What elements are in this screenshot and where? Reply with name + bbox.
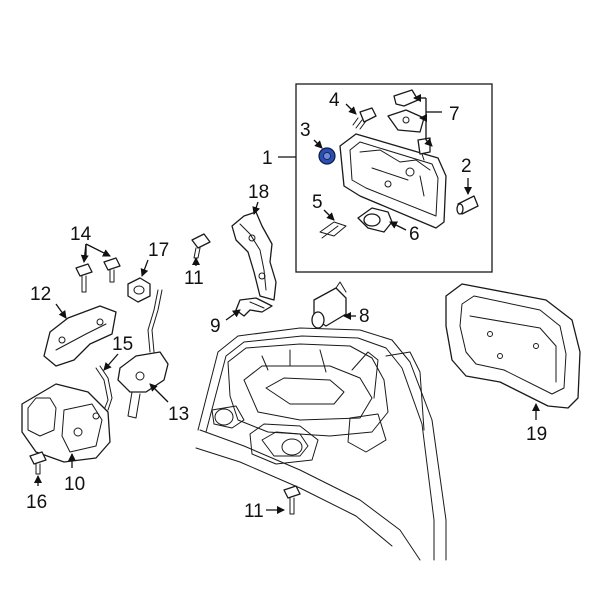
- part-10-actuator: [21, 383, 111, 463]
- callout-17: 17: [148, 240, 169, 261]
- callout-19: 19: [526, 424, 547, 445]
- part-17-nut: [127, 277, 151, 303]
- vehicle-body-outline: [195, 327, 447, 561]
- callout-18: 18: [248, 182, 269, 203]
- callout-9: 9: [210, 316, 221, 337]
- part-9-clip: [235, 297, 273, 317]
- callout-3: 3: [300, 120, 311, 141]
- part-19-seal: [445, 283, 581, 409]
- callout-13: 13: [168, 404, 189, 425]
- part-4-screw: [352, 107, 377, 130]
- callout-12: 12: [30, 284, 51, 305]
- assembly-group-box: [295, 83, 493, 273]
- leader-lines: [34, 94, 540, 514]
- callout-10: 10: [64, 474, 85, 495]
- callout-11-lower: 11: [244, 501, 264, 522]
- part-1-housing: [339, 133, 447, 229]
- part-18-bracket: [231, 211, 277, 301]
- callout-2: 2: [461, 156, 472, 177]
- part-14-bolts: [75, 257, 121, 293]
- part-6-lamp: [357, 207, 393, 233]
- callout-labels: 1 2 3 4 5 6 7 8 9 10 11 11 12 13 14 15 1…: [26, 90, 547, 522]
- part-11-bolt-lower: [283, 485, 301, 515]
- part-11-screw-upper: [191, 233, 211, 259]
- part-2-socket: [456, 195, 479, 215]
- callout-8: 8: [359, 306, 370, 327]
- part-3-grommet: [318, 147, 336, 165]
- callout-11-upper: 11: [184, 268, 204, 289]
- callout-1: 1: [262, 148, 273, 169]
- part-12-bracket: [43, 305, 117, 367]
- part-8-lock: [311, 281, 347, 329]
- callout-16: 16: [26, 492, 47, 513]
- callout-6: 6: [409, 224, 420, 245]
- callout-14: 14: [70, 224, 92, 245]
- callout-5: 5: [312, 192, 323, 213]
- part-16-screw: [29, 451, 47, 475]
- callout-7: 7: [449, 104, 460, 125]
- part-13-latch: [117, 289, 169, 419]
- part-15-rod: [95, 365, 113, 411]
- callout-15: 15: [112, 334, 133, 355]
- callout-4: 4: [329, 90, 340, 111]
- part-5-harness: [319, 221, 347, 239]
